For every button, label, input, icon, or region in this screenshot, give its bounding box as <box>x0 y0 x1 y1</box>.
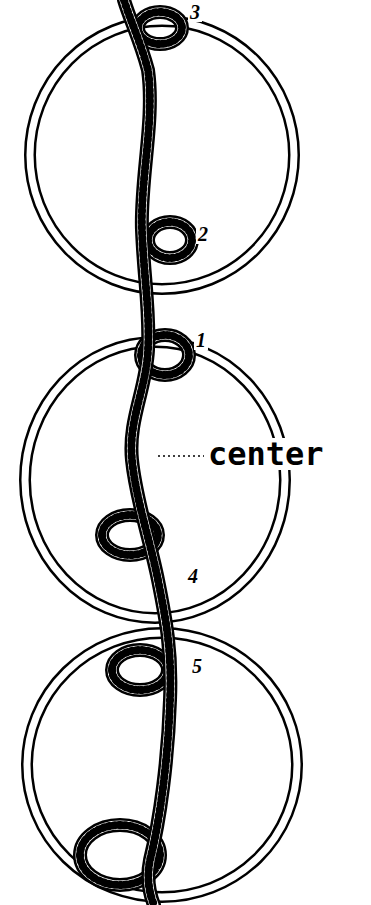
callout-number: 4 <box>186 566 200 586</box>
callout-number: 2 <box>196 224 210 244</box>
callout-number: 1 <box>194 330 208 350</box>
center-label: center <box>206 438 326 470</box>
leader-line <box>158 455 204 457</box>
callout-number: 5 <box>190 656 204 676</box>
callout-number: 3 <box>188 2 202 22</box>
rope <box>80 0 192 905</box>
